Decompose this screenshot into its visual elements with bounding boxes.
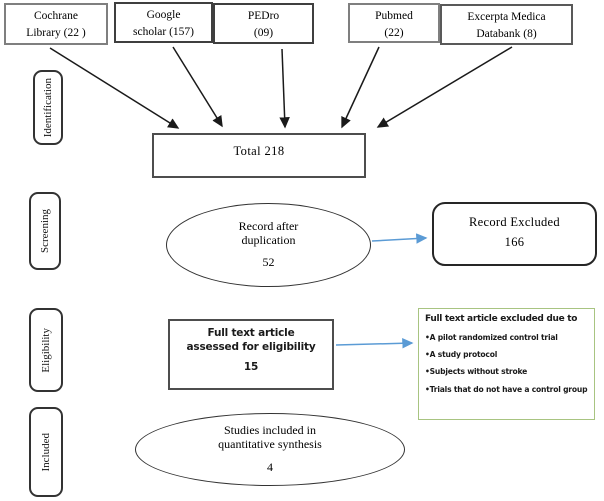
arrow-duplication-to-excluded: [371, 233, 428, 244]
source-label-line: Pubmed: [375, 10, 413, 22]
arrow-excerpta-to-total: [376, 46, 513, 128]
fulltext-assessed-box: Full text article assessed for eligibili…: [168, 319, 334, 390]
assessed-text-line: Full text article: [207, 327, 295, 339]
source-box-google-scholar: Google scholar (157): [114, 2, 213, 43]
arrow-assessed-to-excluded: [335, 338, 414, 349]
source-box-pedro: PEDro (09): [213, 3, 314, 44]
stage-label-text: Identification: [42, 77, 54, 138]
stage-label-text: Eligibility: [40, 327, 52, 373]
source-label-line: Excerpta Medica: [467, 11, 546, 23]
total-box: Total 218: [152, 133, 366, 178]
source-box-cochrane: Cochrane Library (22 ): [4, 3, 108, 45]
stage-label-identification: Identification: [33, 70, 63, 145]
source-label-line: scholar (157): [133, 26, 194, 39]
record-excluded-box: Record Excluded 166: [432, 202, 597, 266]
stage-label-text: Screening: [39, 209, 51, 253]
source-label-line: PEDro: [247, 10, 280, 22]
ellipse-text-line: Record after: [238, 218, 299, 233]
arrow-pubmed-to-total: [341, 46, 380, 129]
assessed-text-line: assessed for eligibility: [186, 340, 316, 353]
fulltext-excluded-box: Full text article excluded due to •A pil…: [418, 308, 595, 420]
source-label-line: Google: [146, 9, 181, 21]
ellipse-text-line: quantitative synthesis: [218, 437, 322, 452]
total-label: Total 218: [233, 144, 285, 158]
assessed-count: 15: [243, 361, 259, 374]
arrow-cochrane-to-total: [49, 47, 180, 129]
stage-label-text: Included: [40, 432, 52, 472]
record-excluded-count: 166: [504, 235, 525, 249]
stage-label-included: Included: [29, 407, 63, 497]
source-label-line: (22): [384, 27, 404, 40]
arrow-pedro-to-total: [279, 48, 290, 129]
fulltext-excluded-bullet: •Subjects without stroke: [425, 367, 528, 377]
fulltext-excluded-bullet: •Trials that do not have a control group: [425, 384, 588, 394]
source-label-line: (09): [253, 27, 274, 40]
source-label-line: Cochrane: [33, 10, 79, 22]
source-label-line: Databank (8): [476, 28, 537, 41]
ellipse-count: 52: [262, 255, 275, 270]
ellipse-text-line: Studies included in: [224, 423, 316, 438]
stage-label-screening: Screening: [29, 192, 61, 270]
source-box-excerpta: Excerpta Medica Databank (8): [440, 4, 573, 45]
fulltext-excluded-bullet: •A study protocol: [425, 350, 498, 360]
fulltext-excluded-title: Full text article excluded due to: [425, 314, 578, 324]
record-excluded-title: Record Excluded: [469, 215, 560, 229]
source-box-pubmed: Pubmed (22): [348, 3, 440, 43]
source-label-line: Library (22 ): [26, 27, 86, 40]
arrow-google-to-total: [172, 46, 223, 128]
ellipse-text-line: duplication: [241, 232, 296, 247]
duplication-ellipse: Record after duplication 52: [166, 203, 371, 287]
fulltext-excluded-bullet: •A pilot randomized control trial: [425, 333, 558, 343]
stage-label-eligibility: Eligibility: [29, 308, 63, 392]
included-ellipse: Studies included in quantitative synthes…: [135, 413, 405, 486]
ellipse-count: 4: [267, 459, 273, 474]
